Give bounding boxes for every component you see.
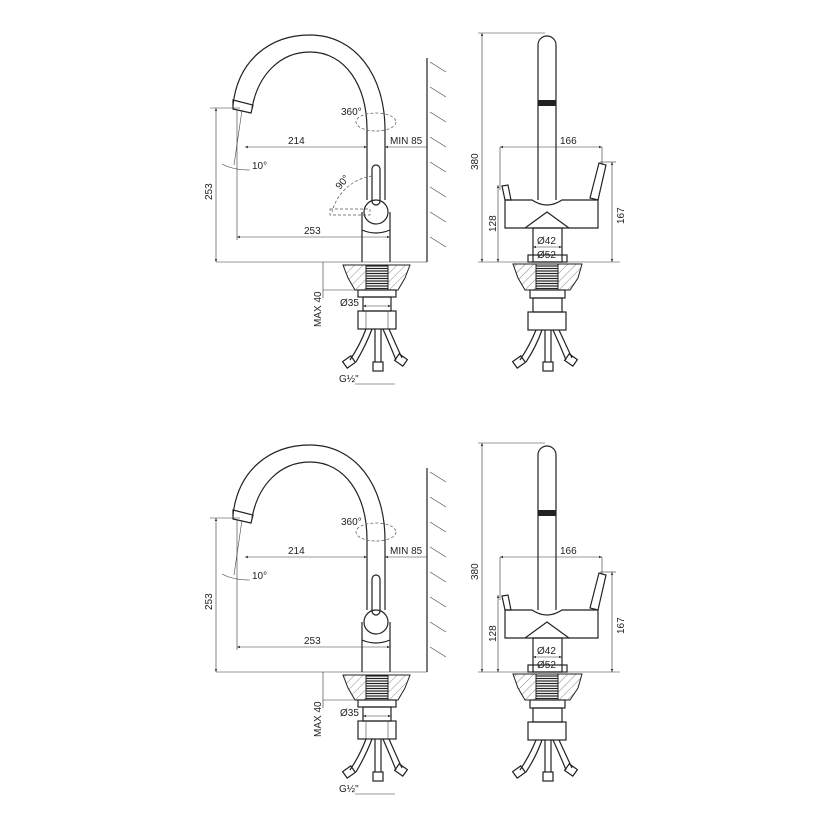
front-view [478, 443, 620, 781]
wall-clearance-label: MIN 85 [390, 546, 423, 557]
side-view [210, 35, 446, 384]
front-view [478, 33, 620, 371]
hole-diameter-label: Ø35 [340, 298, 359, 309]
body-diameter-label: Ø42 [537, 646, 556, 657]
height-label: 253 [204, 593, 215, 610]
rotation-label: 360° [341, 107, 362, 118]
lever-height-label: 167 [616, 617, 627, 634]
base-diameter-label: Ø52 [537, 660, 556, 671]
spout-angle-label: 10° [252, 161, 267, 172]
wall-clearance-label: MIN 85 [390, 136, 423, 147]
connection-label: G½" [339, 784, 359, 795]
body-height-label: 128 [488, 215, 499, 232]
drawing-bottom: 360° 214 MIN 85 253 253 10° MAX 40 Ø35 G… [204, 443, 627, 795]
body-diameter-label: Ø42 [537, 236, 556, 247]
lever-span-label: 166 [560, 546, 577, 557]
reach-label: 214 [288, 546, 305, 557]
rotation-label: 360° [341, 517, 362, 528]
max-thickness-label: MAX 40 [313, 701, 324, 737]
side-view [210, 445, 446, 794]
lever [363, 574, 389, 635]
drawing-top: 360° 214 MIN 85 253 253 10° 90° MAX 40 Ø… [204, 33, 627, 385]
height-label: 253 [204, 183, 215, 200]
max-thickness-label: MAX 40 [313, 291, 324, 327]
lever-angle-label: 90° [334, 173, 352, 192]
hole-diameter-label: Ø35 [340, 708, 359, 719]
total-height-label: 380 [470, 563, 481, 580]
total-height-label: 380 [470, 153, 481, 170]
lever-height-label: 167 [616, 207, 627, 224]
lever-rotation [329, 164, 389, 225]
body-height-label: 128 [488, 625, 499, 642]
outlet-reach-label: 253 [304, 636, 321, 647]
outlet-reach-label: 253 [304, 226, 321, 237]
connection-label: G½" [339, 374, 359, 385]
spout-angle-label: 10° [252, 571, 267, 582]
lever-span-label: 166 [560, 136, 577, 147]
base-diameter-label: Ø52 [537, 250, 556, 261]
reach-label: 214 [288, 136, 305, 147]
